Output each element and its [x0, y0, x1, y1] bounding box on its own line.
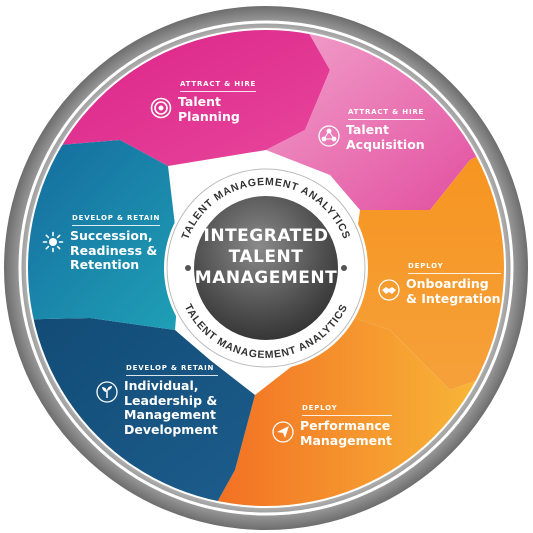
title-line: Management	[124, 407, 217, 422]
center-title: INTEGRATED TALENT MANAGEMENT	[166, 226, 366, 289]
title-line: Leadership &	[124, 392, 218, 408]
title-line: Talent	[346, 122, 389, 137]
title-line: Development	[124, 421, 218, 437]
category-develop-retain: DEVELOP & RETAIN	[72, 214, 161, 226]
title-line: & Integration	[406, 290, 501, 306]
label-succession: DEVELOP & RETAIN Succession, Readiness &…	[42, 214, 161, 273]
target-icon	[150, 97, 172, 119]
label-talent-planning: ATTRACT & HIRE Talent Planning	[150, 80, 257, 124]
label-talent-acquisition: ATTRACT & HIRE Talent Acquisition	[318, 108, 425, 152]
paper-plane-icon	[272, 421, 294, 443]
title-line: Planning	[178, 108, 240, 124]
title-line: Management	[300, 432, 393, 448]
segment-onboarding	[345, 130, 504, 390]
category-deploy: DEPLOY	[408, 262, 501, 274]
title-line: Performance	[300, 418, 391, 433]
hub-center	[194, 196, 338, 340]
title-line: Readiness &	[70, 242, 158, 258]
center-title-line1: INTEGRATED	[203, 226, 329, 246]
title-line: Retention	[70, 257, 140, 272]
title-line: Acquisition	[346, 136, 425, 152]
sun-icon	[42, 231, 64, 253]
sprout-icon	[96, 381, 118, 403]
title-line: Succession,	[70, 228, 153, 243]
title-line: Talent	[178, 94, 221, 109]
segment-succession	[28, 140, 180, 330]
label-individual-development: DEVELOP & RETAIN Individual, Leadership …	[96, 364, 218, 437]
category-attract-hire: ATTRACT & HIRE	[180, 80, 257, 92]
category-attract-hire: ATTRACT & HIRE	[348, 108, 425, 120]
hub-ring-line	[166, 168, 366, 368]
title-line: Individual,	[124, 378, 199, 393]
inner-ring-line	[18, 20, 514, 516]
handshake-icon	[378, 279, 400, 301]
label-performance-management: DEPLOY Performance Management	[272, 404, 393, 448]
center-title-line3: MANAGEMENT	[194, 268, 338, 288]
category-develop-retain: DEVELOP & RETAIN	[126, 364, 218, 376]
title-line: Onboarding	[406, 276, 489, 291]
label-onboarding: DEPLOY Onboarding & Integration	[378, 262, 501, 306]
category-deploy: DEPLOY	[302, 404, 393, 416]
center-title-line2: TALENT	[228, 247, 304, 267]
network-icon	[318, 125, 340, 147]
